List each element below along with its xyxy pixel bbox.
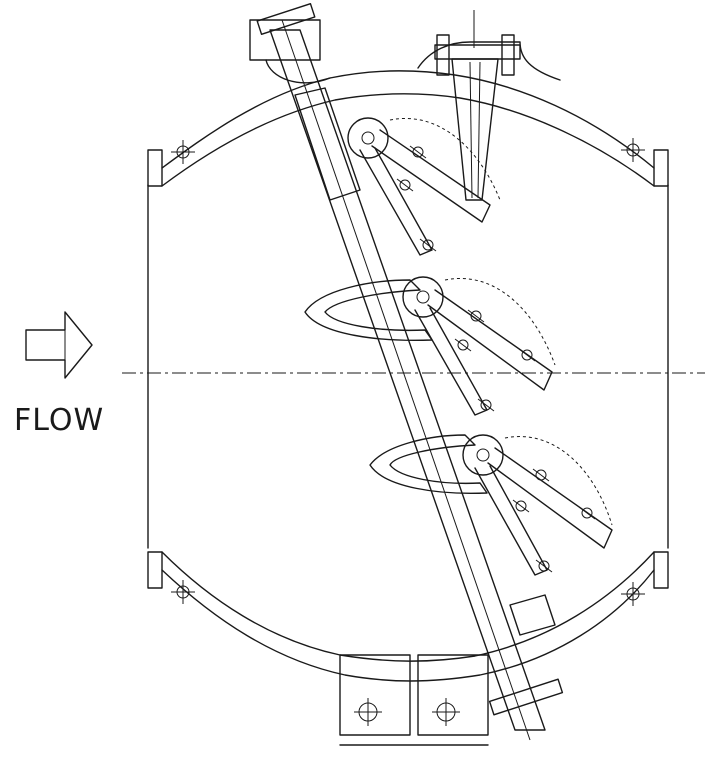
disc-stage-middle bbox=[304, 276, 556, 416]
hinge-bolt-1-icon bbox=[409, 145, 427, 159]
left-bottom-bolt-icon bbox=[171, 580, 195, 604]
bottom-stud-icon bbox=[488, 678, 564, 716]
support-feet bbox=[339, 654, 489, 746]
right-top-bolt-icon bbox=[621, 138, 645, 162]
diagonal-seat bbox=[256, 2, 564, 741]
hinge-bolt-10-icon bbox=[512, 499, 530, 513]
flow-arrow-icon bbox=[25, 311, 93, 379]
hinge-bolt-8-icon bbox=[532, 468, 550, 482]
hinge-bolt-11-icon bbox=[535, 559, 553, 573]
flow-label: FLOW bbox=[14, 403, 104, 438]
right-flange bbox=[621, 138, 669, 606]
hinge-bolt-6-icon bbox=[454, 338, 472, 352]
hinge-bolt-7-icon bbox=[477, 398, 495, 412]
left-flange bbox=[147, 140, 195, 604]
indicator-bracket bbox=[434, 10, 521, 201]
disc-stage-top bbox=[347, 117, 501, 256]
valve-body-top bbox=[161, 19, 655, 187]
hinge-bolt-2-icon bbox=[396, 178, 414, 192]
top-stud-icon bbox=[256, 2, 316, 36]
valve-body-bottom bbox=[161, 551, 655, 682]
hinge-bolt-4-icon bbox=[467, 309, 485, 323]
foot-left-hole-icon bbox=[354, 698, 382, 726]
hinge-bolt-5-icon bbox=[518, 348, 536, 362]
foot-right-hole-icon bbox=[432, 698, 460, 726]
hinge-bolt-9-icon bbox=[578, 506, 596, 520]
hinge-bolt-3-icon bbox=[419, 238, 437, 252]
disc-stage-bottom bbox=[369, 434, 613, 636]
